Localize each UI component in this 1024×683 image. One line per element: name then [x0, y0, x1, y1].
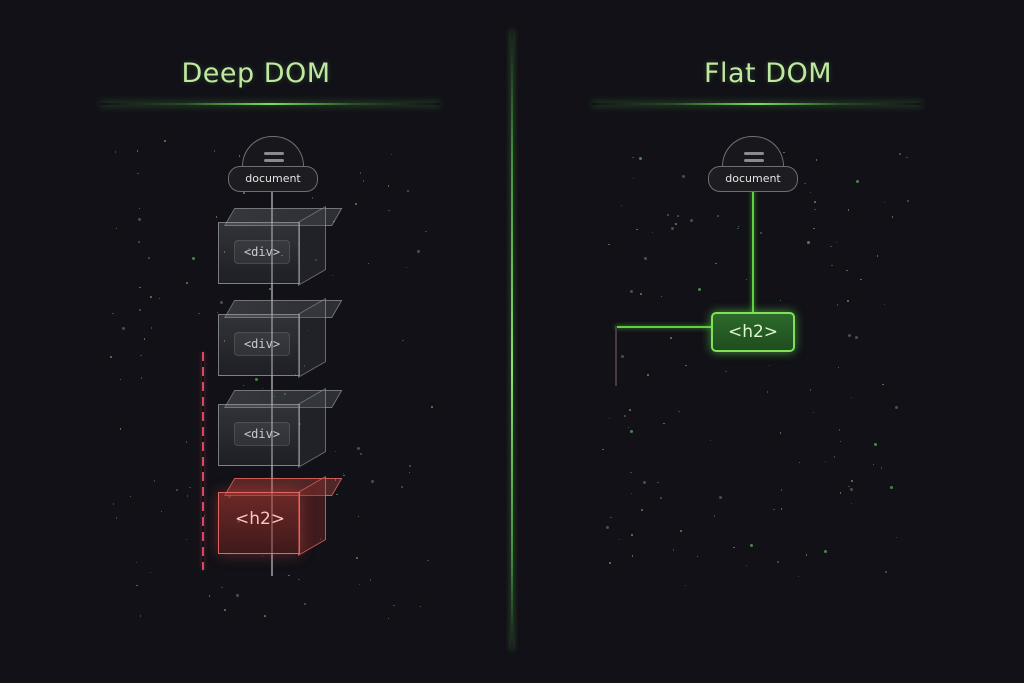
div-tag-label: <div> [234, 240, 290, 264]
menu-lines-icon [744, 152, 764, 166]
div-tag-label: <div> [234, 332, 290, 356]
tree-connector [271, 186, 273, 576]
h2-node-cube-highlighted: <h2> [218, 475, 343, 556]
h2-node-highlighted: <h2> [711, 312, 795, 352]
flat-dom-title: Flat DOM [703, 58, 833, 89]
title-underline [592, 103, 922, 105]
div-tag-label: <div> [234, 422, 290, 446]
div-node-cube: <div> [218, 387, 343, 468]
tree-connector-faint [615, 326, 617, 386]
div-node-cube: <div> [218, 205, 343, 286]
document-root-node: document [708, 136, 800, 192]
title-underline [100, 103, 440, 105]
h2-tag-label: <h2> [234, 509, 286, 529]
flat-dom-panel: Flat DOM [512, 0, 1024, 683]
depth-indicator-dashed-line [202, 352, 204, 570]
document-label: document [708, 166, 798, 192]
document-root-node: document [228, 136, 320, 192]
panel-divider [511, 30, 513, 650]
document-label: document [228, 166, 318, 192]
tree-connector [752, 188, 754, 313]
menu-lines-icon [264, 152, 284, 166]
deep-dom-title: Deep DOM [181, 58, 331, 89]
deep-dom-panel: Deep DOM [100, 58, 440, 105]
tree-connector-horizontal [615, 326, 711, 328]
div-node-cube: <div> [218, 297, 343, 378]
